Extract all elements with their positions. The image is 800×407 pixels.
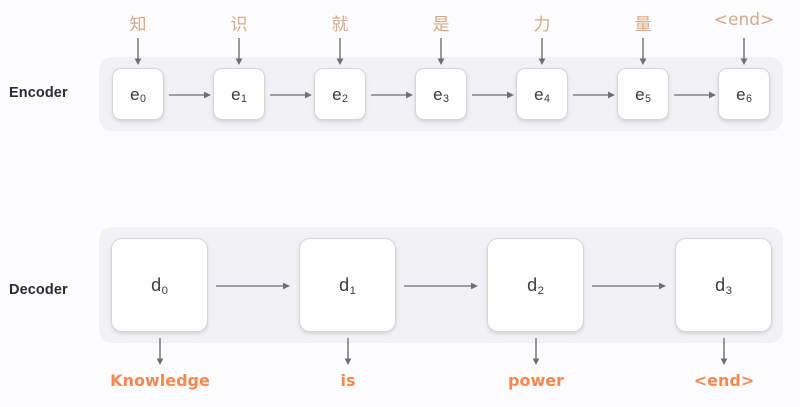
encoder-input-token-3: 是: [432, 15, 450, 35]
encoder-row-label: Encoder: [9, 85, 68, 101]
encoder-flow-arrow-0-1: [169, 88, 212, 100]
encoder-input-arrow-1: [233, 38, 245, 66]
decoder-output-arrow-2: [530, 338, 542, 366]
decoder-flow-arrow-1-2: [404, 279, 479, 291]
decoder-cell-0-label: d0: [151, 274, 169, 297]
encoder-input-arrow-0: [132, 38, 144, 66]
decoder-flow-arrow-2-3: [592, 279, 667, 291]
decoder-output-arrow-3: [718, 338, 730, 366]
encoder-cell-1-label: e1: [231, 84, 248, 106]
decoder-cell-2-label: d2: [527, 274, 545, 297]
encoder-input-token-2: 就: [331, 15, 349, 35]
decoder-cell-0[interactable]: d0: [111, 238, 208, 332]
encoder-input-token-6: <end>: [713, 10, 775, 30]
encoder-cell-5[interactable]: e5: [617, 68, 669, 120]
encoder-input-token-4: 力: [533, 15, 551, 35]
encoder-input-arrow-3: [435, 38, 447, 66]
encoder-cell-5-label: e5: [635, 84, 652, 106]
encoder-cell-4[interactable]: e4: [516, 68, 568, 120]
decoder-cell-3[interactable]: d3: [675, 238, 772, 332]
encoder-flow-arrow-3-4: [472, 88, 515, 100]
encoder-cell-1[interactable]: e1: [213, 68, 265, 120]
encoder-cell-2[interactable]: e2: [314, 68, 366, 120]
decoder-output-token-2: power: [508, 371, 564, 390]
encoder-input-token-1: 识: [230, 15, 248, 35]
decoder-cell-1[interactable]: d1: [299, 238, 396, 332]
decoder-output-arrow-0: [154, 338, 166, 366]
decoder-output-arrow-1: [342, 338, 354, 366]
decoder-cell-2[interactable]: d2: [487, 238, 584, 332]
decoder-row-label: Decoder: [9, 282, 68, 298]
encoder-cell-4-label: e4: [534, 84, 551, 106]
encoder-input-arrow-5: [637, 38, 649, 66]
encoder-input-token-0: 知: [129, 15, 147, 35]
encoder-flow-arrow-1-2: [270, 88, 313, 100]
decoder-output-token-1: is: [340, 371, 356, 390]
encoder-input-arrow-2: [334, 38, 346, 66]
encoder-cell-3[interactable]: e3: [415, 68, 467, 120]
decoder-output-token-0: Knowledge: [110, 371, 210, 390]
encoder-cell-3-label: e3: [433, 84, 450, 106]
encoder-cell-0-label: e0: [130, 84, 147, 106]
encoder-flow-arrow-5-6: [674, 88, 717, 100]
decoder-flow-arrow-0-1: [216, 279, 291, 291]
encoder-flow-arrow-4-5: [573, 88, 616, 100]
decoder-output-token-3: <end>: [693, 371, 755, 390]
encoder-cell-0[interactable]: e0: [112, 68, 164, 120]
encoder-input-arrow-6: [738, 38, 750, 66]
encoder-cell-6-label: e6: [736, 84, 753, 106]
encoder-cell-2-label: e2: [332, 84, 349, 106]
decoder-cell-1-label: d1: [339, 274, 357, 297]
encoder-cell-6[interactable]: e6: [718, 68, 770, 120]
encoder-flow-arrow-2-3: [371, 88, 414, 100]
encoder-input-arrow-4: [536, 38, 548, 66]
encoder-input-token-5: 量: [634, 15, 652, 35]
decoder-cell-3-label: d3: [715, 274, 733, 297]
decoder-group-container: [99, 227, 783, 343]
